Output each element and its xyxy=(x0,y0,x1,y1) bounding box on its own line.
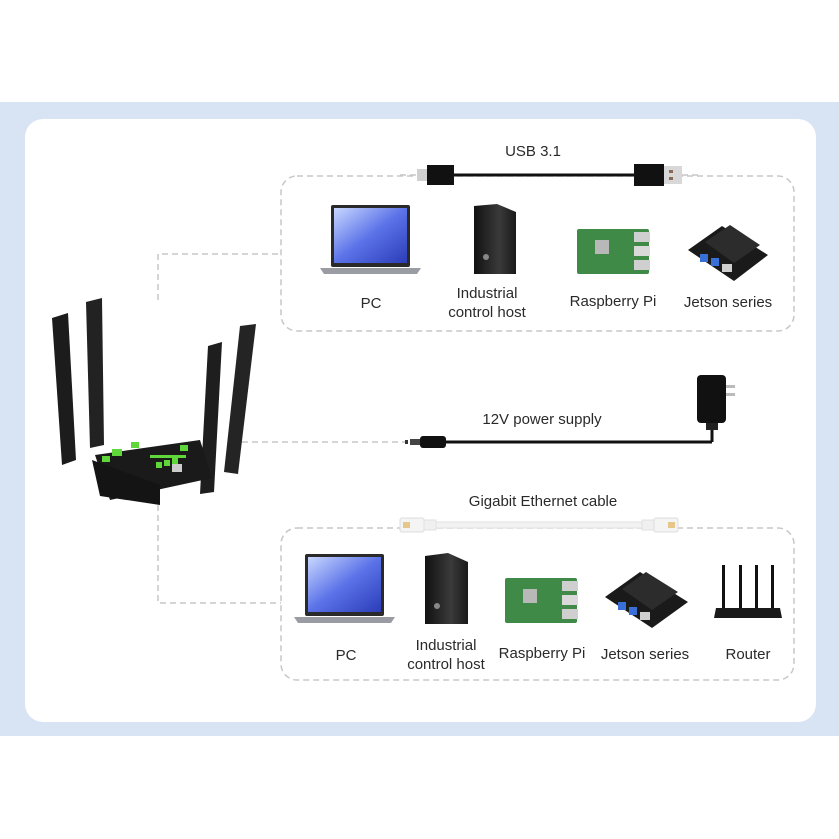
ethernet-jetson-board-icon xyxy=(605,572,688,628)
ethernet-pc-laptop-icon xyxy=(294,554,395,623)
ethernet-raspberry-pi-icon xyxy=(505,578,578,623)
ethernet-device-label-router: Router xyxy=(725,646,771,663)
ethernet-cable-label: Gigabit Ethernet cable xyxy=(468,493,618,510)
diagram-card xyxy=(25,119,816,722)
ethernet-device-label-raspberry-pi: Raspberry Pi xyxy=(498,645,586,662)
ethernet-device-label-industrial-host: Industrial control host xyxy=(407,637,485,673)
power-cable-label: 12V power supply xyxy=(482,411,602,428)
power-supply-icon xyxy=(405,375,735,448)
usb-device-label-raspberry-pi: Raspberry Pi xyxy=(569,293,657,310)
usb-raspberry-pi-icon xyxy=(577,229,650,274)
usb-jetson-board-icon xyxy=(688,225,768,281)
usb-connector-line xyxy=(157,253,281,300)
ethernet-router-icon xyxy=(714,565,782,618)
usb-cable-label: USB 3.1 xyxy=(505,143,561,160)
usb-industrial-host-tower-icon xyxy=(474,204,516,274)
usb-device-label-industrial-host: Industrial control host xyxy=(448,285,526,321)
ethernet-connector-line xyxy=(157,505,281,604)
router-device-image xyxy=(52,298,256,505)
usb-device-label-pc: PC xyxy=(360,295,382,312)
ethernet-device-label-pc: PC xyxy=(335,647,357,664)
ethernet-cable-icon xyxy=(399,517,679,533)
ethernet-device-label-jetson: Jetson series xyxy=(600,646,690,663)
usb-device-label-jetson: Jetson series xyxy=(683,294,773,311)
connector-lines xyxy=(157,174,700,604)
usb-cable-icon xyxy=(417,164,682,186)
ethernet-industrial-host-tower-icon xyxy=(425,553,468,624)
usb-pc-laptop-icon xyxy=(320,205,421,274)
